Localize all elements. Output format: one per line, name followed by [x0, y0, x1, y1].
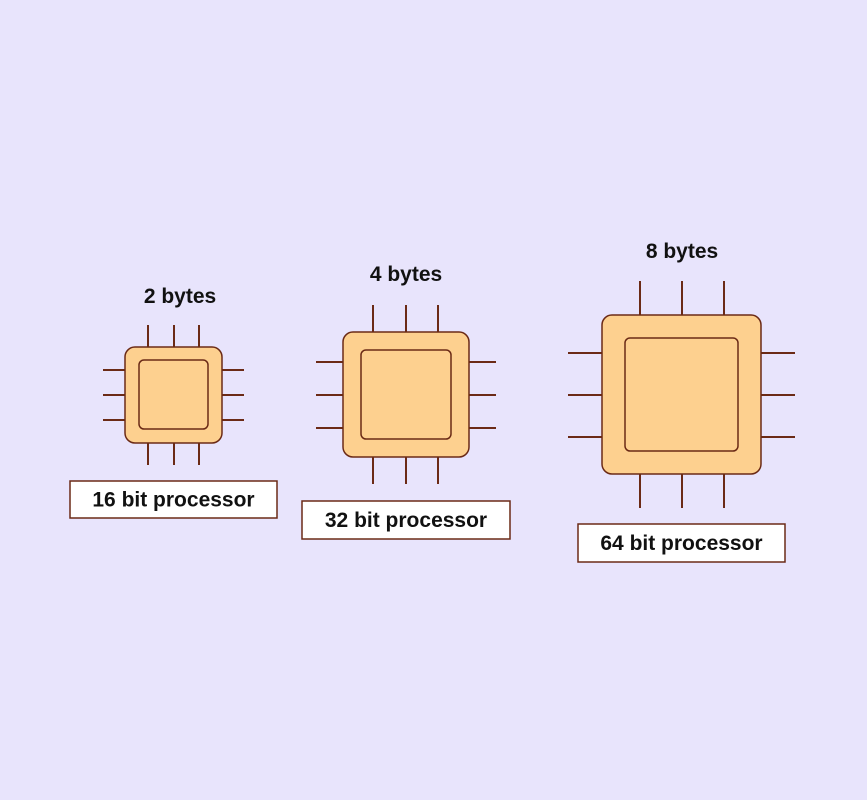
processor-1: 4 bytes 32 bit processor — [301, 263, 511, 540]
chip-pins — [568, 281, 795, 508]
chip-pins — [316, 305, 496, 484]
processor-label-box — [577, 523, 786, 563]
size-label: 2 bytes — [144, 285, 216, 308]
chip-pins — [103, 325, 244, 465]
chip-die — [360, 349, 452, 440]
chip-die — [138, 359, 209, 430]
processor-name: 32 bit processor — [325, 509, 487, 532]
processor-name: 64 bit processor — [600, 532, 762, 555]
chip-die — [624, 337, 739, 452]
size-label: 4 bytes — [370, 263, 442, 286]
processor-0: 2 bytes 16 bit processor — [69, 285, 278, 519]
processor-label-box — [69, 480, 278, 519]
processor-label-box — [301, 500, 511, 540]
size-label: 8 bytes — [646, 240, 718, 263]
processor-name: 16 bit processor — [92, 489, 254, 512]
processor-2: 8 bytes 64 bit processor — [568, 240, 795, 563]
